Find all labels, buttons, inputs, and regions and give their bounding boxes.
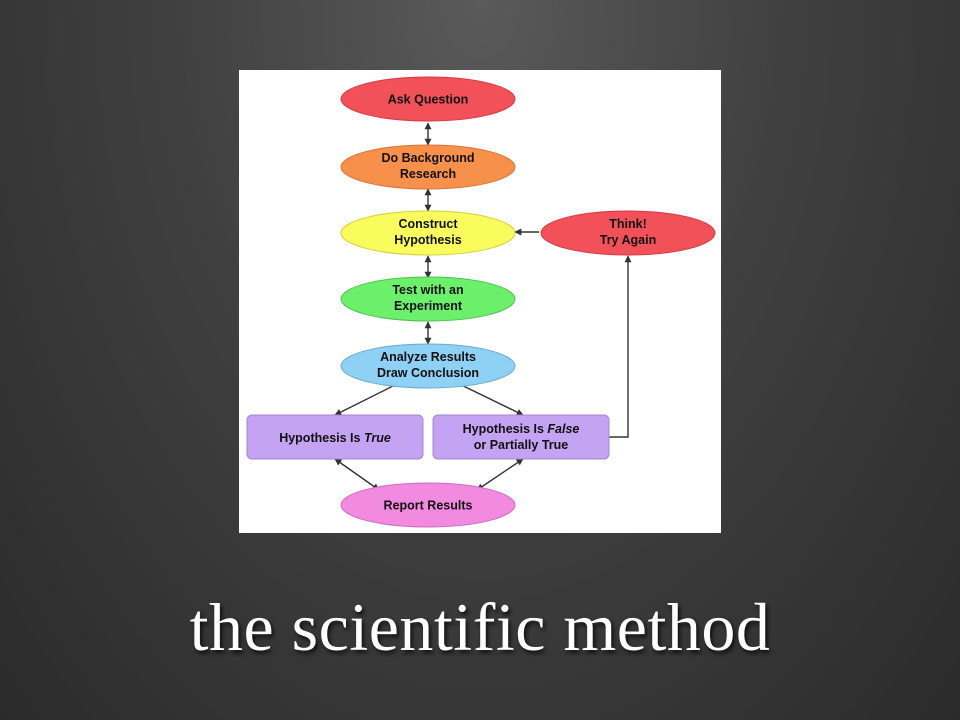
node-think-try-again: Think! Try Again: [540, 210, 716, 256]
node-ask-question: Ask Question: [340, 76, 516, 122]
svg-text:Research: Research: [400, 167, 456, 181]
node-label-line1: Do Background: [381, 151, 474, 165]
node-test-experiment: Test with an Experiment: [340, 276, 516, 322]
node-label: Report Results: [384, 499, 473, 513]
svg-text:Ask Question: Ask Question: [388, 93, 469, 107]
node-label-line2: Research: [400, 167, 456, 181]
node-label: Ask Question: [388, 93, 469, 107]
svg-text:Hypothesis Is True: Hypothesis Is True: [279, 431, 391, 445]
svg-text:Hypothesis: Hypothesis: [394, 233, 461, 247]
node-label-line1: Think!: [609, 217, 647, 231]
arrow-false-report: [476, 458, 524, 491]
node-construct-hypothesis: Construct Hypothesis: [340, 210, 516, 256]
arrow-true-report: [334, 458, 380, 491]
node-label-line1: Analyze Results: [380, 350, 476, 364]
node-label-line2: Hypothesis: [394, 233, 461, 247]
svg-text:Analyze Results: Analyze Results: [380, 350, 476, 364]
node-label-emphasis: True: [364, 431, 391, 445]
node-label-line2: Try Again: [600, 233, 657, 247]
node-analyze-results: Analyze Results Draw Conclusion: [340, 343, 516, 389]
svg-text:or Partially True: or Partially True: [474, 438, 569, 452]
node-label-prefix: Hypothesis Is: [279, 431, 364, 445]
node-label-line1: Construct: [398, 217, 458, 231]
node-label-prefix: Hypothesis Is: [463, 422, 548, 436]
node-hypothesis-false: Hypothesis Is False or Partially True: [432, 414, 610, 460]
svg-text:Think!: Think!: [609, 217, 647, 231]
node-report-results: Report Results: [340, 482, 516, 528]
svg-text:Hypothesis Is False: Hypothesis Is False: [463, 422, 580, 436]
node-hypothesis-true: Hypothesis Is True: [246, 414, 424, 460]
node-label-line2: Experiment: [394, 299, 463, 313]
slide-title: the scientific method: [189, 589, 771, 665]
node-label-line2: or Partially True: [474, 438, 569, 452]
node-label-line2: Draw Conclusion: [377, 366, 479, 380]
node-label-emphasis: False: [547, 422, 579, 436]
svg-text:Report Results: Report Results: [384, 499, 473, 513]
node-label-line1: Test with an: [392, 283, 463, 297]
svg-text:Test with an: Test with an: [392, 283, 463, 297]
svg-text:Draw Conclusion: Draw Conclusion: [377, 366, 479, 380]
flowchart-svg: Ask Question Do Background Research Cons…: [246, 76, 716, 528]
arrow-false-to-think: [609, 255, 632, 438]
scientific-method-diagram: Ask Question Do Background Research Cons…: [239, 70, 721, 533]
svg-text:Try Again: Try Again: [600, 233, 657, 247]
svg-text:Do Background: Do Background: [381, 151, 474, 165]
svg-text:Experiment: Experiment: [394, 299, 463, 313]
svg-text:Construct: Construct: [398, 217, 458, 231]
node-background-research: Do Background Research: [340, 144, 516, 190]
